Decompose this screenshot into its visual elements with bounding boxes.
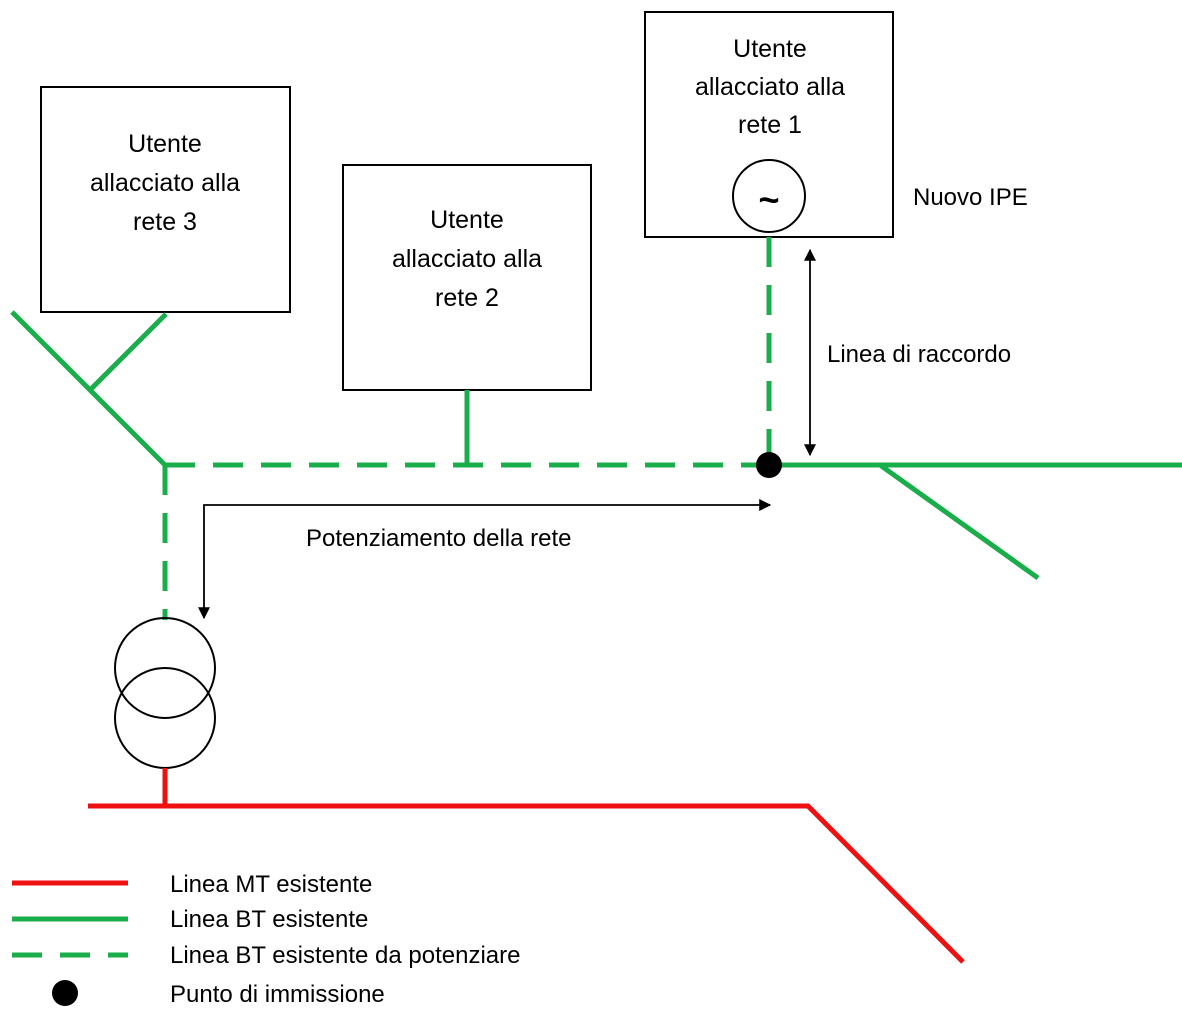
- injection-point-dot: [756, 452, 782, 478]
- user-box-3: Utente allacciato alla rete 3: [40, 86, 291, 313]
- user-box-3-line-3: rete 3: [133, 208, 197, 236]
- user-box-2-line-2: allacciato alla: [392, 245, 542, 273]
- legend-label-dot: Punto di immissione: [170, 981, 385, 1008]
- legend: Linea MT esistente Linea BT esistente Li…: [12, 871, 520, 1008]
- mt-existing-line: [88, 768, 965, 964]
- user-box-1-line-2: allacciato alla: [695, 73, 845, 101]
- generator-icon: [732, 159, 806, 233]
- legend-label-mt: Linea MT esistente: [170, 871, 372, 898]
- user-box-3-line-1: Utente: [128, 130, 202, 158]
- generator-symbol: ~: [758, 179, 779, 220]
- user-box-2-line-3: rete 2: [435, 284, 499, 312]
- nuovo-ipe-label: Nuovo IPE: [913, 184, 1028, 211]
- linea-raccordo-label: Linea di raccordo: [827, 341, 1011, 368]
- user-box-3-line-2: allacciato alla: [90, 169, 240, 197]
- user-box-1-line-3: rete 1: [738, 111, 802, 139]
- legend-label-bt-dashed: Linea BT esistente da potenziare: [170, 942, 520, 969]
- legend-swatch-dot: [52, 980, 78, 1006]
- transformer-icon: [114, 617, 216, 769]
- user-box-1-line-1: Utente: [733, 35, 807, 63]
- legend-label-bt: Linea BT esistente: [170, 906, 368, 933]
- user-box-2: Utente allacciato alla rete 2: [342, 164, 592, 391]
- potenziamento-arrow: [198, 499, 772, 620]
- user-box-2-line-1: Utente: [430, 206, 504, 234]
- user-box-1: Utente allacciato alla rete 1 ~: [644, 11, 894, 238]
- bt-existing-lines: [10, 310, 1182, 581]
- potenziamento-label: Potenziamento della rete: [306, 525, 572, 552]
- bt-upgrade-lines: [162, 237, 772, 620]
